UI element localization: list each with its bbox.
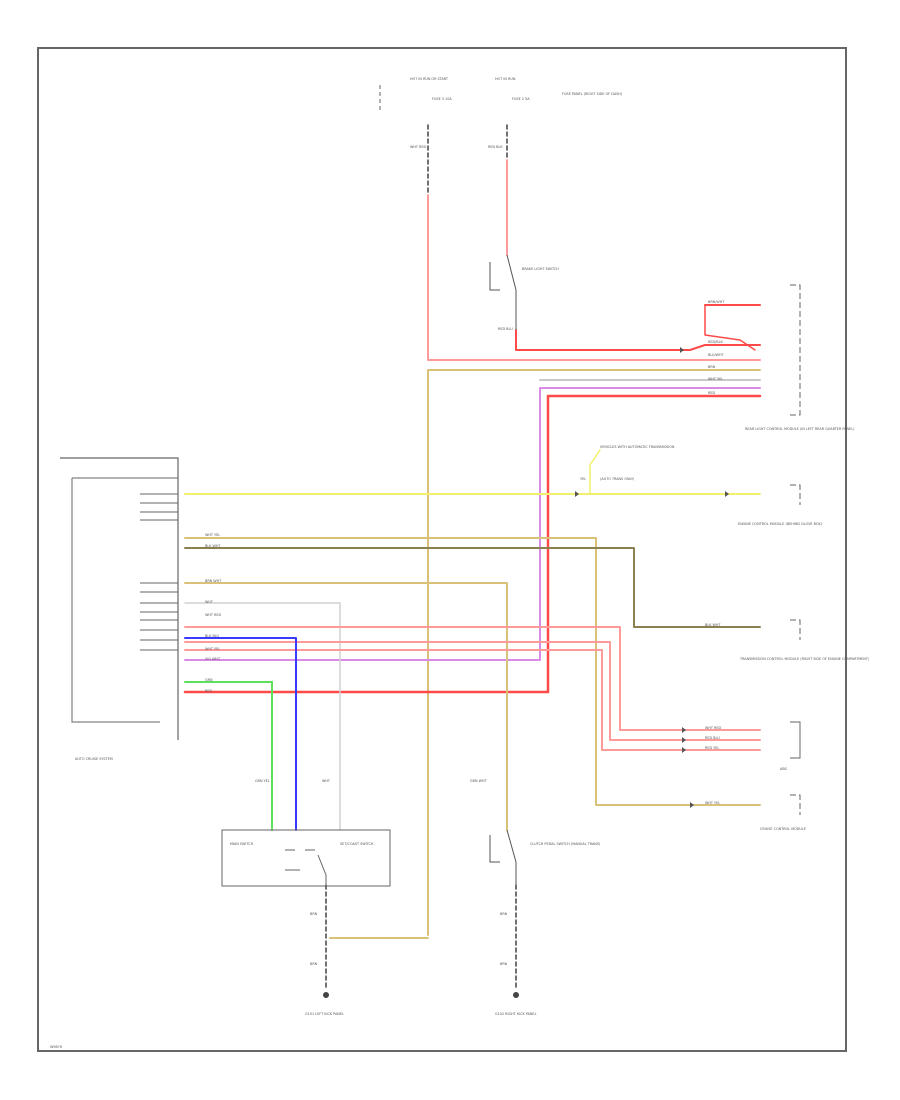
wire-blue — [184, 637, 297, 831]
label-grn-yel: GRN YEL — [255, 779, 270, 783]
wire-tan-clutch — [184, 582, 508, 831]
label-fuse-panel: FUSE PANEL (RIGHT SIDE OF DASH) — [562, 92, 623, 96]
label-brn-right-2: BRN — [500, 962, 508, 966]
label-wht: WHT — [322, 779, 331, 783]
mid-wire-label-5: BLK BLU — [205, 634, 220, 638]
label-fuse1: FUSE 3 10A — [432, 97, 452, 101]
mid-wire-label-3: WHT — [205, 600, 214, 604]
label-ground-right: G102 RIGHT KICK PANEL — [495, 1012, 537, 1016]
abs-wire-label-2: RED YEL — [705, 746, 719, 750]
auto-cruise-module — [60, 457, 179, 740]
right-wire-label-4: WHT YEL — [708, 377, 723, 381]
mid-wire-label-7: VIO WHT — [205, 657, 221, 661]
label-wht-red: WHT RED — [410, 145, 427, 149]
ecm-bracket — [790, 484, 801, 505]
label-ground-left: G101 LEFT KICK PANEL — [305, 1012, 344, 1016]
wire-red-rear-loop — [704, 304, 756, 351]
mid-wire-label-8: GRN — [205, 678, 213, 682]
label-auto-trans-note: VEHICLES WITH AUTOMATIC TRANSMISSION — [600, 445, 675, 449]
label-set-switch: SET/COAST SWITCH — [340, 842, 374, 846]
wire-tan-cruise — [184, 537, 761, 806]
mid-wire-label-1: BLK WHT — [205, 544, 221, 548]
label-brn-left-1: BRN — [310, 912, 318, 916]
wire-olive-ecm — [184, 547, 761, 628]
right-wire-label-0: BRN/WHT — [708, 300, 725, 304]
label-rear-light-module: REAR LIGHT CONTROL MODULE (IN LEFT REAR … — [745, 427, 855, 431]
label-hot-run2: HOT IN RUN — [495, 77, 516, 81]
label-ecm: ENGINE CONTROL MODULE (BEHIND GLOVE BOX) — [738, 522, 823, 526]
cruise-module-bracket — [790, 794, 801, 815]
label-tcm: TRANSMISSION CONTROL MODULE (RIGHT SIDE … — [739, 657, 870, 661]
right-wire-label-5: RED — [708, 391, 715, 395]
label-red-blu: RED BLU — [498, 327, 513, 331]
mid-wire-label-2: BRN WHT — [205, 579, 222, 583]
module-pins — [140, 493, 178, 651]
wire-yellow-branch — [589, 449, 601, 495]
label-abs: ABS — [780, 767, 787, 771]
label-clutch-switch: CLUTCH PEDAL SWITCH (MANUAL TRANS) — [530, 842, 601, 846]
wire-red-main — [183, 394, 762, 694]
diagram-frame — [37, 47, 847, 1052]
right-wire-label-2: BLU/WHT — [708, 353, 725, 357]
mid-wire-label-9: RED — [205, 689, 212, 693]
label-yel-wire: YEL — [580, 477, 586, 481]
wire-green — [184, 681, 273, 831]
mid-wire-label-0: WHT YEL — [205, 533, 220, 537]
tcm-bracket — [790, 619, 801, 640]
ground-symbols — [323, 992, 519, 998]
label-main-switch: MAIN SWITCH — [230, 842, 254, 846]
wire-pink-left — [427, 194, 761, 361]
abs-wire-label-1: RED BLU — [705, 736, 720, 740]
wire-violet — [184, 387, 761, 661]
label-brn-left-2: BRN — [310, 962, 318, 966]
label-cruise-system: AUTO CRUISE SYSTEM — [75, 757, 113, 761]
label-wht-yel-cruise: WHT YEL — [705, 801, 720, 805]
wire-pink-abs-3 — [184, 649, 761, 751]
right-wire-label-1: RED/BLK — [708, 340, 723, 344]
rear-light-module-bracket — [790, 284, 801, 416]
label-fuse2: FUSE 2 5A — [512, 97, 530, 101]
brake-switch — [489, 254, 517, 330]
connector-arrows — [575, 347, 729, 808]
label-hot-run1: HOT IN RUN OR START — [410, 77, 449, 81]
right-wire-label-3: BRN — [708, 365, 716, 369]
clutch-switch — [489, 829, 517, 885]
mid-wire-label-6: WHT YEL — [205, 647, 220, 651]
label-blk-wht-right: BLK WHT — [705, 623, 721, 627]
abs-wire-label-0: WHT RED — [705, 726, 722, 730]
label-red-blk: RED BLK — [488, 145, 503, 149]
wire-pink-abs-1 — [184, 626, 761, 731]
label-grn-wht: GRN WHT — [470, 779, 487, 783]
wire-gray-main — [184, 602, 341, 831]
wires — [183, 124, 762, 991]
label-brake-switch: BRAKE LIGHT SWITCH — [522, 267, 559, 271]
label-brn-right-1: BRN — [500, 912, 508, 916]
wire-tan-vertical — [427, 369, 761, 936]
label-cruise-module: CRUISE CONTROL MODULE — [760, 827, 806, 831]
mid-wire-label-4: WHT RED — [205, 613, 222, 617]
switch-assembly — [221, 829, 391, 887]
wire-red-brake — [515, 329, 761, 351]
footer-code: W9876 — [50, 1045, 62, 1049]
text-labels: HOT IN RUN OR START FUSE 3 10A HOT IN RU… — [50, 77, 870, 1049]
label-auto-trans-only: (AUTO TRANS ONLY) — [600, 477, 635, 481]
abs-bracket — [790, 721, 801, 759]
